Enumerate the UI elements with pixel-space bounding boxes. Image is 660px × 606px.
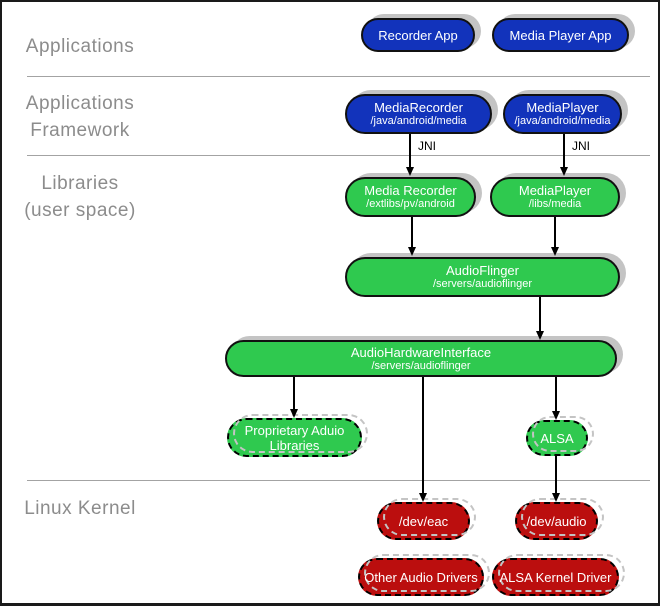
layer-label-applications-framework: Applications Framework bbox=[10, 90, 150, 144]
node-title: AudioFlinger bbox=[446, 263, 519, 278]
node-other-audio-drivers: Other Audio Drivers bbox=[358, 558, 484, 596]
node-dev-audio: /dev/audio bbox=[515, 502, 598, 540]
node-title: ALSA bbox=[540, 430, 574, 446]
divider-libraries-kernel bbox=[27, 480, 650, 481]
arrowhead-down-icon bbox=[560, 167, 568, 176]
node-mediaplayer-library: MediaPlayer /libs/media bbox=[490, 177, 620, 217]
layer-label-libraries: Libraries (user space) bbox=[10, 170, 150, 224]
node-alsa-kernel-driver: ALSA Kernel Driver bbox=[492, 558, 619, 596]
layer-label-line: Framework bbox=[30, 120, 130, 141]
node-title: MediaPlayer bbox=[526, 100, 599, 115]
node-title: MediaPlayer bbox=[518, 183, 592, 198]
arrowhead-down-icon bbox=[406, 167, 414, 176]
edge-jni-left-line bbox=[409, 134, 411, 167]
edge-mediaplayer-audioflinger bbox=[554, 217, 556, 247]
node-mediaplayer-framework: MediaPlayer /java/android/media bbox=[503, 94, 622, 134]
edge-ahi-dev-eac bbox=[422, 377, 424, 493]
node-audiohardwareinterface: AudioHardwareInterface /servers/audiofli… bbox=[225, 340, 617, 377]
node-path: /java/android/media bbox=[370, 115, 467, 127]
node-title: AudioHardwareInterface bbox=[350, 344, 492, 360]
arrowhead-down-icon bbox=[290, 409, 298, 418]
node-title: /dev/audio bbox=[526, 513, 587, 529]
node-media-recorder-library: Media Recorder /extlibs/pv/android bbox=[345, 177, 476, 217]
arrowhead-down-icon bbox=[536, 331, 544, 340]
edge-alsa-dev-audio bbox=[555, 456, 557, 493]
node-path: /libs/media bbox=[528, 198, 582, 210]
layer-label-applications: Applications bbox=[10, 33, 150, 60]
node-recorder-app: Recorder App bbox=[361, 18, 475, 52]
node-path: /servers/audioflinger bbox=[371, 359, 471, 372]
node-path: /servers/audioflinger bbox=[432, 278, 533, 290]
layer-label-line: Linux Kernel bbox=[24, 498, 136, 519]
edge-mediarecorder-audioflinger bbox=[411, 217, 413, 247]
node-media-player-app: Media Player App bbox=[492, 18, 629, 52]
layer-label-line: Applications bbox=[25, 93, 135, 114]
divider-applications-framework bbox=[27, 76, 650, 77]
node-proprietary-audio-libraries: Proprietary Aduio Libraries bbox=[227, 418, 362, 457]
divider-framework-libraries bbox=[27, 155, 650, 156]
layer-label-line: Applications bbox=[25, 36, 135, 57]
arrowhead-down-icon bbox=[408, 247, 416, 256]
node-title: Proprietary Aduio Libraries bbox=[244, 422, 345, 453]
arrowhead-down-icon bbox=[419, 493, 427, 502]
node-path: /extlibs/pv/android bbox=[366, 198, 455, 210]
node-path: /java/android/media bbox=[514, 115, 611, 127]
edge-ahi-alsa bbox=[555, 377, 557, 411]
node-alsa: ALSA bbox=[526, 420, 588, 456]
layer-label-line: Libraries bbox=[41, 173, 119, 194]
node-audioflinger: AudioFlinger /servers/audioflinger bbox=[345, 257, 620, 297]
node-title: Recorder App bbox=[378, 27, 458, 43]
node-title: Other Audio Drivers bbox=[364, 569, 478, 585]
arrowhead-down-icon bbox=[552, 411, 560, 420]
edge-label-jni-left: JNI bbox=[418, 139, 436, 153]
layer-label-linux-kernel: Linux Kernel bbox=[10, 495, 150, 522]
node-dev-eac: /dev/eac bbox=[377, 502, 470, 540]
edge-label-jni-right: JNI bbox=[572, 139, 590, 153]
node-title: MediaRecorder bbox=[374, 100, 463, 115]
layer-label-line: (user space) bbox=[24, 200, 136, 221]
node-title: Media Player App bbox=[509, 27, 612, 43]
node-title: /dev/eac bbox=[398, 513, 449, 529]
node-title: Media Recorder bbox=[364, 183, 457, 198]
node-title: ALSA Kernel Driver bbox=[499, 569, 612, 585]
arrowhead-down-icon bbox=[551, 247, 559, 256]
arrowhead-down-icon bbox=[552, 493, 560, 502]
edge-jni-right-line bbox=[563, 134, 565, 167]
edge-ahi-proprietary bbox=[293, 377, 295, 409]
node-mediarecorder-framework: MediaRecorder /java/android/media bbox=[345, 94, 492, 134]
edge-audioflinger-ahi bbox=[539, 297, 541, 331]
